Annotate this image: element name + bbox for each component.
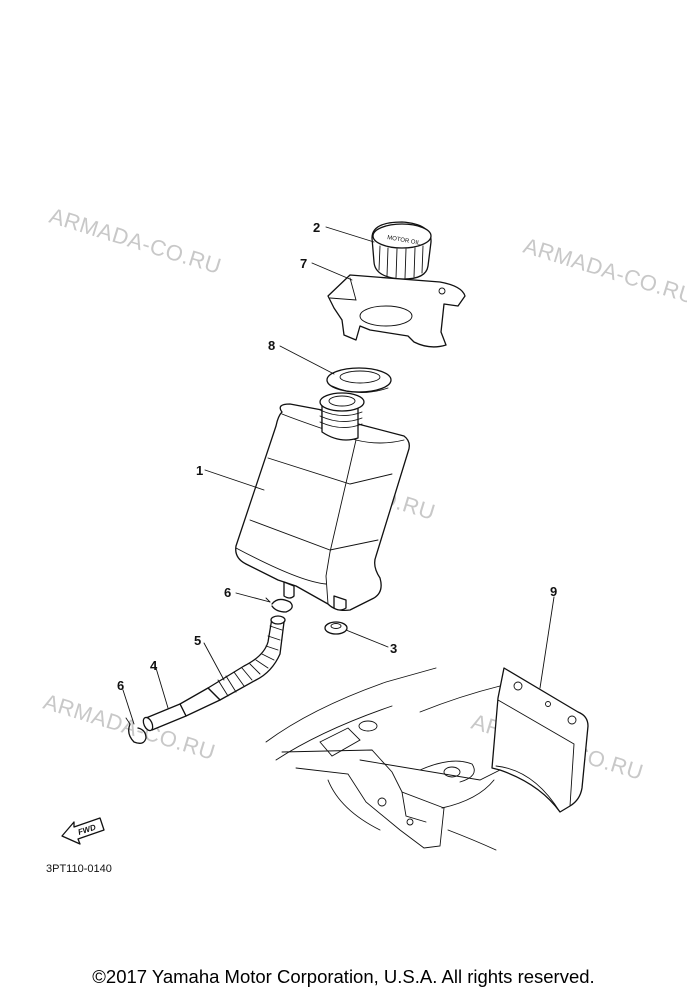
cap-label: MOTOR OIL [387, 235, 422, 247]
watermark-top-left: ARMADA-CO.RU [47, 203, 225, 279]
parts-diagram: ARMADA-CO.RU ARMADA-CO.RU ARMADA-CO.RU A… [41, 203, 687, 875]
straight-hose [142, 687, 221, 732]
watermark-top-right: ARMADA-CO.RU [521, 233, 687, 309]
callouts: 2 7 8 1 6 3 5 4 6 9 [117, 220, 557, 693]
copyright-notice: ©2017 Yamaha Motor Corporation, U.S.A. A… [92, 966, 595, 987]
hose-clip-upper [265, 597, 293, 613]
callout-6-upper: 6 [224, 585, 231, 600]
callout-5: 5 [194, 633, 201, 648]
callout-2: 2 [313, 220, 320, 235]
callout-8: 8 [268, 338, 275, 353]
callout-1: 1 [196, 463, 203, 478]
oil-tank [235, 392, 410, 612]
callout-3: 3 [390, 641, 397, 656]
leader-lines [122, 226, 555, 725]
callout-7: 7 [300, 256, 307, 271]
callout-6-lower: 6 [117, 678, 124, 693]
frame-bracket [491, 667, 589, 813]
oil-cap: MOTOR OIL [371, 221, 432, 280]
diagram-code: 3PT110-0140 [46, 863, 112, 875]
callout-9: 9 [550, 584, 557, 599]
hose-clip-lower [125, 717, 147, 744]
grommet [326, 367, 392, 393]
oil-hose [207, 615, 286, 701]
fwd-arrow-icon: FWD [61, 817, 105, 845]
callout-4: 4 [150, 658, 158, 673]
frame-outline [265, 667, 501, 851]
small-grommet [324, 621, 348, 635]
tank-bracket [327, 274, 466, 348]
